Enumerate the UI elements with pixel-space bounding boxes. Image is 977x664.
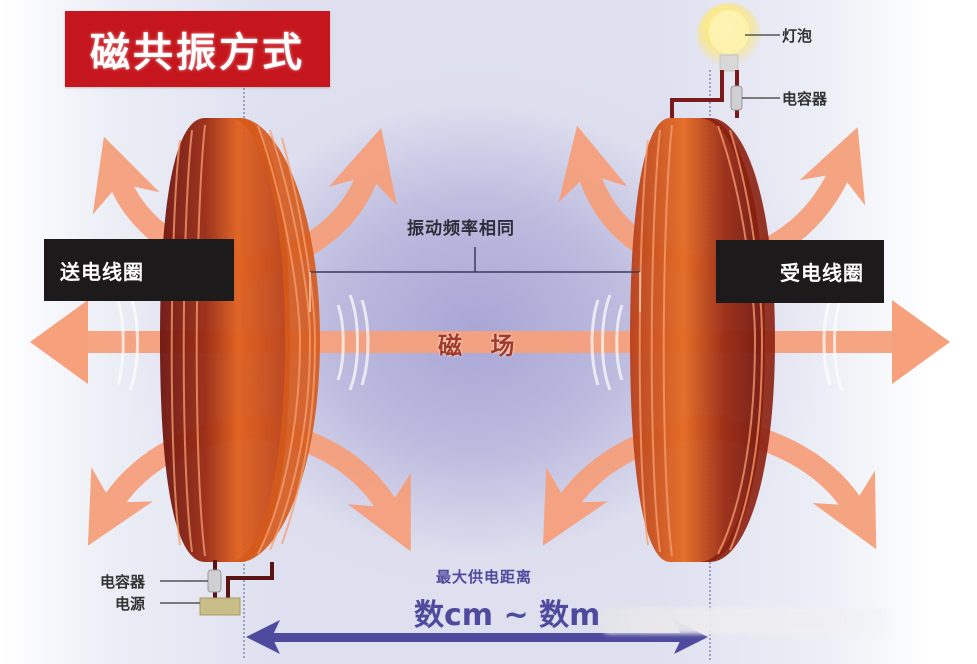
transmit-coil-label-box: 送电线圈 [44, 239, 234, 301]
bulb-label: 灯泡 [782, 27, 813, 45]
max-distance-value: 数cm ~ 数m [414, 598, 601, 633]
field-ripple-marks [116, 294, 844, 391]
receiver-circuit [670, 70, 780, 118]
transmit-coil [160, 118, 320, 562]
power-source-label: 电源 [115, 595, 146, 613]
receive-coil [630, 118, 775, 562]
sender-circuit [160, 560, 274, 616]
receive-coil-label: 受电线圈 [780, 261, 864, 285]
magnetic-field-label: 磁 场 [438, 332, 525, 360]
receiver-capacitor-label: 电容器 [782, 90, 828, 108]
sender-capacitor-label: 电容器 [100, 573, 146, 591]
page-title: 磁共振方式 [90, 30, 305, 76]
max-distance-title: 最大供电距离 [436, 568, 533, 586]
receive-coil-label-box: 受电线圈 [716, 240, 884, 303]
watermark-blur [600, 608, 900, 634]
same-frequency-label: 振动频率相同 [407, 219, 515, 239]
light-bulb [697, 3, 761, 72]
transmit-coil-label: 送电线圈 [60, 259, 144, 284]
title-banner: 磁共振方式 [65, 11, 330, 87]
same-frequency-bracket [309, 247, 641, 312]
